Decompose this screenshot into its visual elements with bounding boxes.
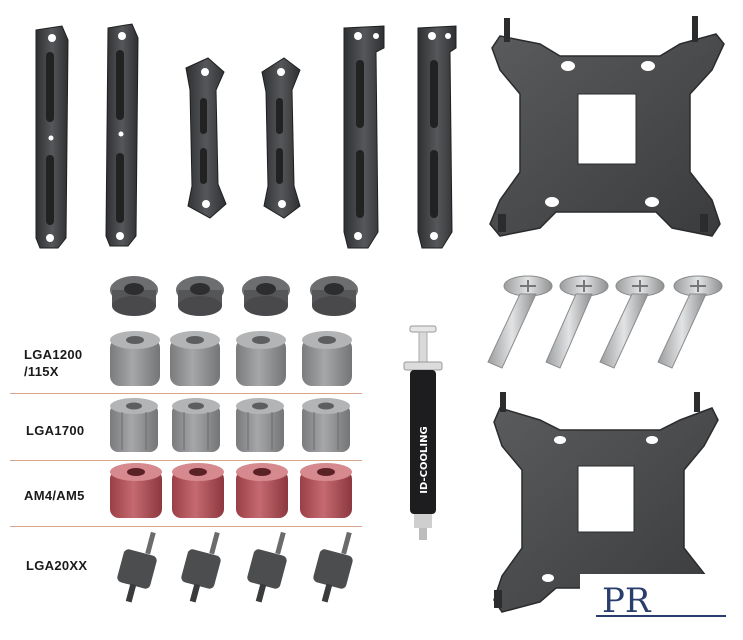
thumb-nut-icon	[176, 276, 224, 316]
am4-am5-spacers	[110, 463, 352, 518]
screw-icon	[545, 275, 609, 369]
row-divider	[10, 460, 362, 461]
thumb-nuts	[110, 276, 358, 316]
watermark-logo: PR	[580, 574, 730, 628]
spacer-icon	[110, 331, 160, 386]
label-lga1200-line2: /115X	[24, 364, 59, 379]
spacer-icon	[172, 463, 224, 518]
short-mounting-bars	[185, 57, 301, 219]
lga1200-spacers	[110, 331, 352, 386]
label-lga1200-line1: LGA1200	[24, 347, 83, 362]
mounting-bar-icon	[343, 25, 385, 249]
row-divider	[10, 526, 362, 527]
screws	[487, 275, 723, 369]
lga1700-spacers	[110, 398, 350, 452]
screw-icon	[657, 275, 723, 369]
watermark-text: PR	[602, 581, 652, 621]
row-divider	[10, 393, 362, 394]
screw-icon	[599, 275, 665, 369]
mounting-bar-icon	[105, 23, 139, 247]
thermal-paste-icon: ID-COOLING	[403, 325, 443, 540]
standoff-icon	[117, 531, 157, 603]
spacer-icon	[302, 398, 350, 452]
screw-icon	[487, 275, 553, 369]
mounting-bar-icon	[185, 57, 227, 219]
thumb-nut-icon	[310, 276, 358, 316]
label-lga20xx: LGA20XX	[26, 558, 88, 573]
mounting-bar-icon	[261, 57, 301, 219]
standoff-icon	[313, 531, 353, 603]
spacer-icon	[236, 331, 286, 386]
label-lga1700: LGA1700	[26, 423, 85, 438]
lga20xx-standoffs	[117, 531, 353, 603]
standoff-icon	[181, 531, 221, 603]
spacer-icon	[170, 331, 220, 386]
mounting-bar-icon	[35, 25, 69, 249]
label-am4-am5: AM4/AM5	[24, 488, 85, 503]
standoff-icon	[247, 531, 287, 603]
thermal-paste-brand: ID-COOLING	[419, 426, 430, 493]
spacer-icon	[300, 463, 352, 518]
thumb-nut-icon	[110, 276, 158, 316]
spacer-icon	[110, 398, 158, 452]
label-lga1200: LGA1200 /115X	[24, 346, 82, 380]
spacer-icon	[172, 398, 220, 452]
spacer-icon	[302, 331, 352, 386]
spacer-icon	[236, 463, 288, 518]
intel-mounting-bars	[343, 25, 457, 249]
spacer-icon	[110, 463, 162, 518]
long-mounting-bars	[35, 23, 139, 249]
spacer-icon	[236, 398, 284, 452]
thumb-nut-icon	[242, 276, 290, 316]
backplate-icon	[489, 16, 725, 237]
mounting-bar-icon	[417, 25, 457, 249]
